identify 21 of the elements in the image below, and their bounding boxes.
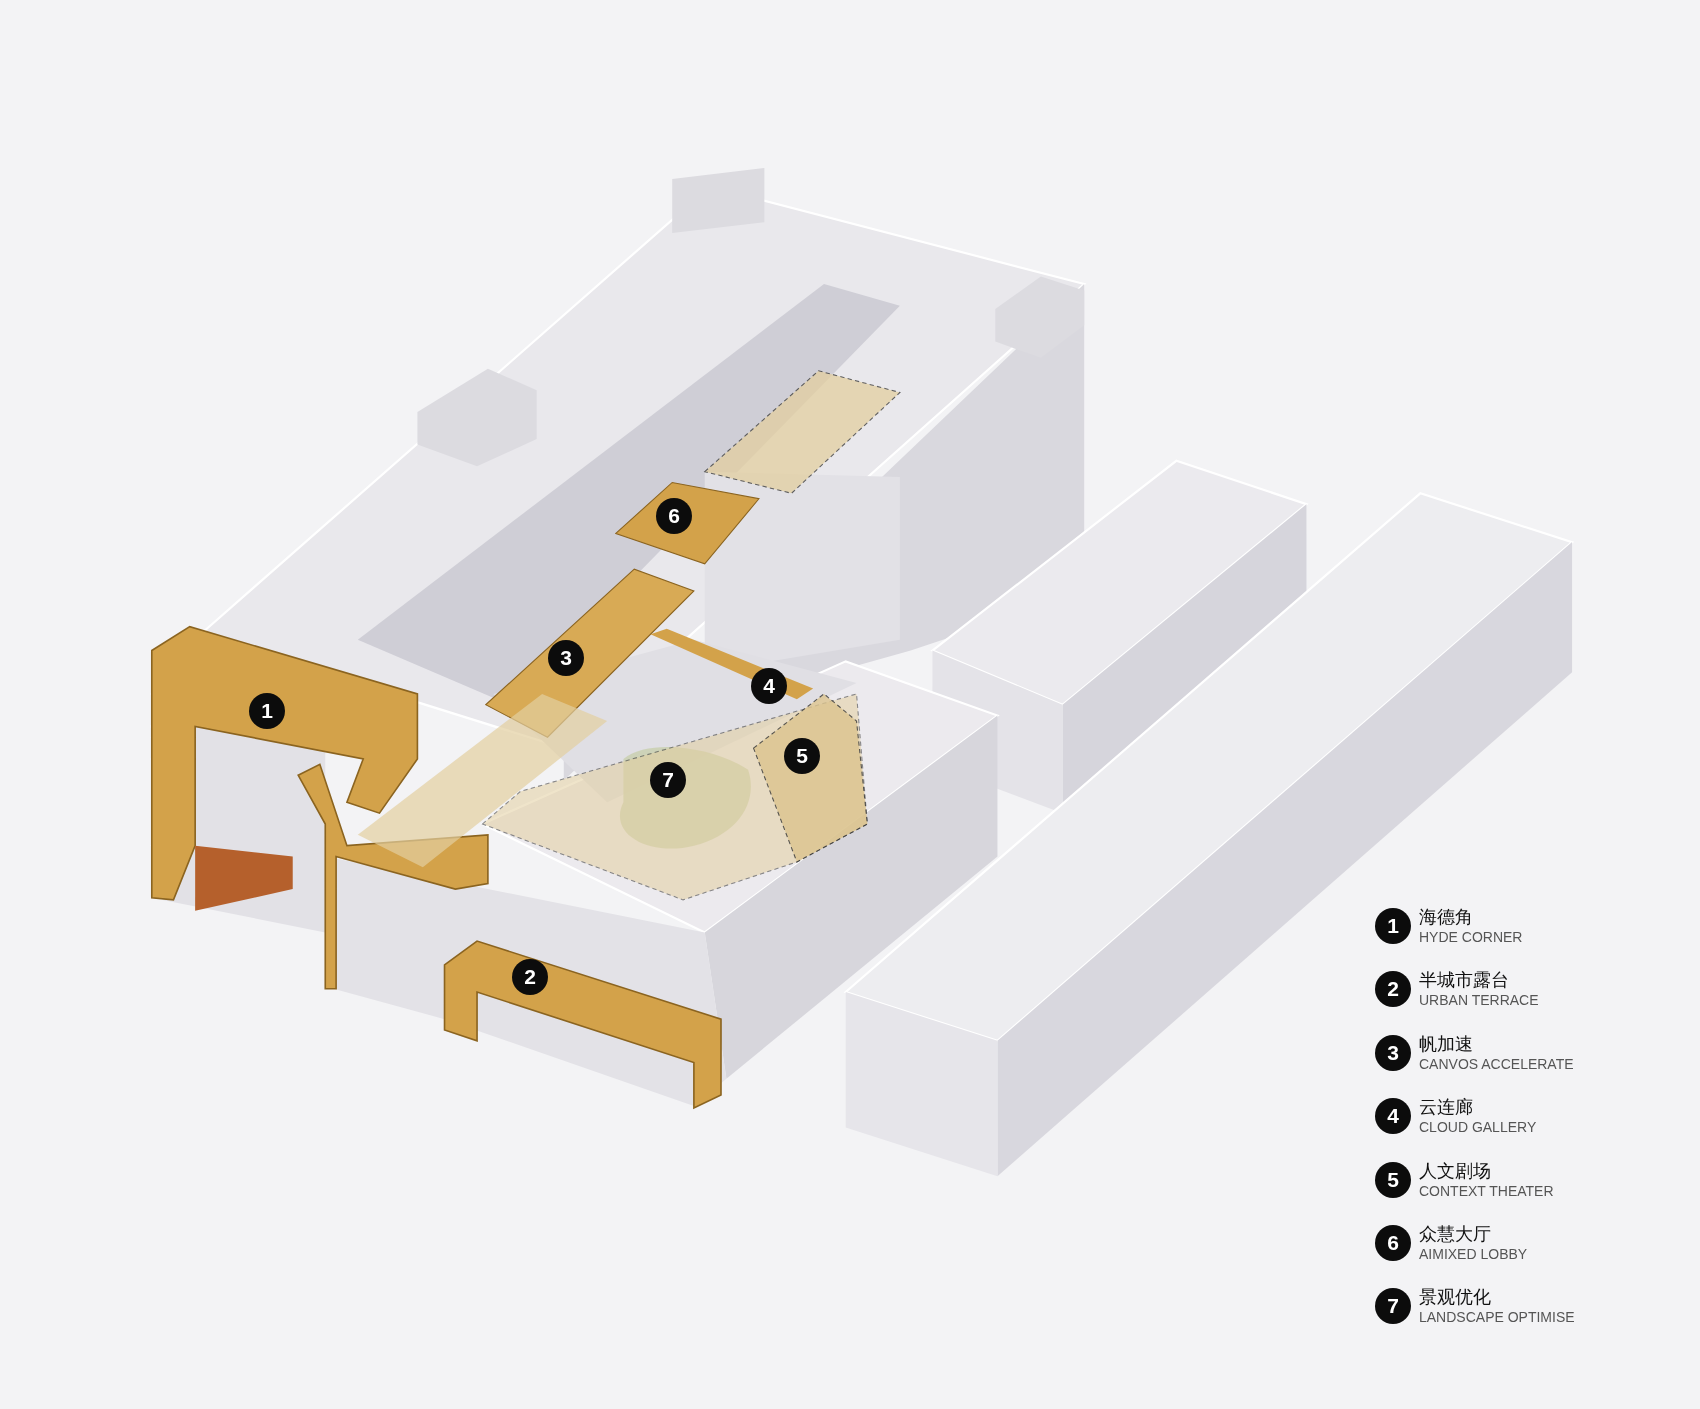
area-name-english: CANVOS ACCELERATE [1419, 1056, 1574, 1071]
area-name-english: HYDE CORNER [1419, 930, 1523, 944]
key-number: 7 [1375, 1288, 1411, 1325]
area-name: 云连廊 [1419, 1098, 1473, 1117]
area-name: 众慧大厅 [1419, 1225, 1491, 1243]
key-number: 6 [1375, 1225, 1411, 1261]
key-number: 5 [1375, 1161, 1411, 1198]
area-name: 帆加速 [1419, 1034, 1473, 1053]
area-name-english: CLOUD GALLERY [1419, 1120, 1537, 1135]
key-number: 3 [1375, 1034, 1411, 1071]
key-number: 1 [1375, 908, 1411, 944]
area-name-english: CONTEXT THEATER [1419, 1183, 1554, 1198]
area-name: 景观优化 [1419, 1288, 1491, 1307]
area-name: 海德角 [1419, 908, 1473, 926]
area-name-english: AIMIXED LOBBY [1419, 1247, 1528, 1261]
key-number: 4 [1375, 1098, 1411, 1135]
area-name: 人文剧场 [1419, 1161, 1491, 1180]
area-name-english: LANDSCAPE OPTIMISE [1419, 1310, 1575, 1325]
key-number: 2 [1375, 971, 1411, 1008]
area-name: 半城市露台 [1419, 971, 1509, 990]
area-name-english: URBAN TERRACE [1419, 993, 1539, 1008]
